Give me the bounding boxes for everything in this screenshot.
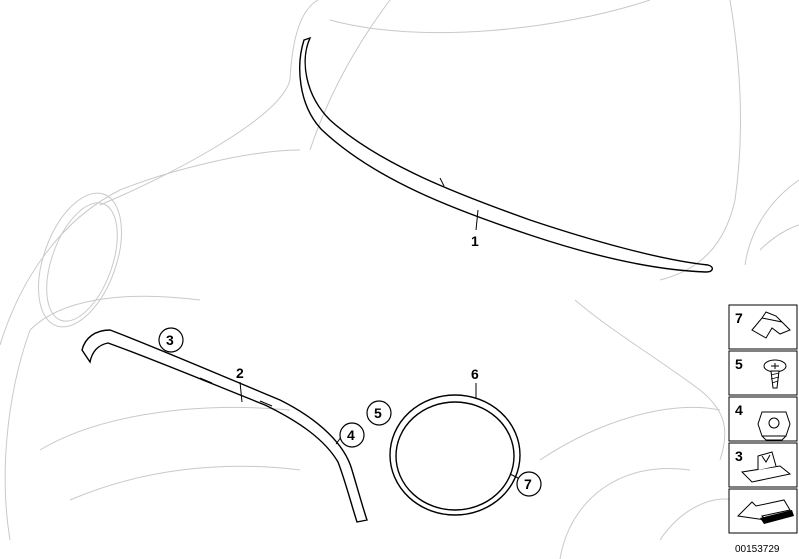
callout-4: 4 bbox=[347, 427, 355, 443]
callout-5-circle: 5 bbox=[366, 400, 392, 426]
callout-7: 7 bbox=[524, 476, 532, 492]
diagram-id: 00153729 bbox=[735, 544, 780, 555]
clip-icon bbox=[751, 311, 791, 339]
callout-1: 1 bbox=[471, 233, 479, 249]
callout-5: 5 bbox=[374, 405, 382, 421]
legend-number-7: 7 bbox=[735, 310, 743, 326]
legend-panel: 7 5 4 3 bbox=[728, 304, 798, 534]
callout-2: 2 bbox=[236, 365, 244, 381]
part-1-bonnet-trim bbox=[299, 36, 713, 273]
headlamp-outline bbox=[38, 192, 122, 328]
leader-lines bbox=[239, 209, 519, 479]
callout-3: 3 bbox=[166, 332, 174, 348]
screw-icon bbox=[763, 359, 787, 389]
holder-icon bbox=[740, 451, 792, 483]
part-6-fog-ring bbox=[389, 394, 521, 516]
callout-7-circle: 7 bbox=[516, 471, 542, 497]
arrow-icon bbox=[736, 499, 794, 524]
legend-number-3: 3 bbox=[735, 448, 743, 464]
callout-4-circle: 4 bbox=[339, 422, 365, 448]
callout-3-circle: 3 bbox=[158, 327, 184, 353]
legend-number-5: 5 bbox=[735, 356, 743, 372]
legend-number-4: 4 bbox=[735, 402, 743, 418]
nut-clip-icon bbox=[757, 411, 791, 441]
part-2-grille-trim bbox=[81, 329, 368, 523]
callout-6: 6 bbox=[471, 366, 479, 382]
